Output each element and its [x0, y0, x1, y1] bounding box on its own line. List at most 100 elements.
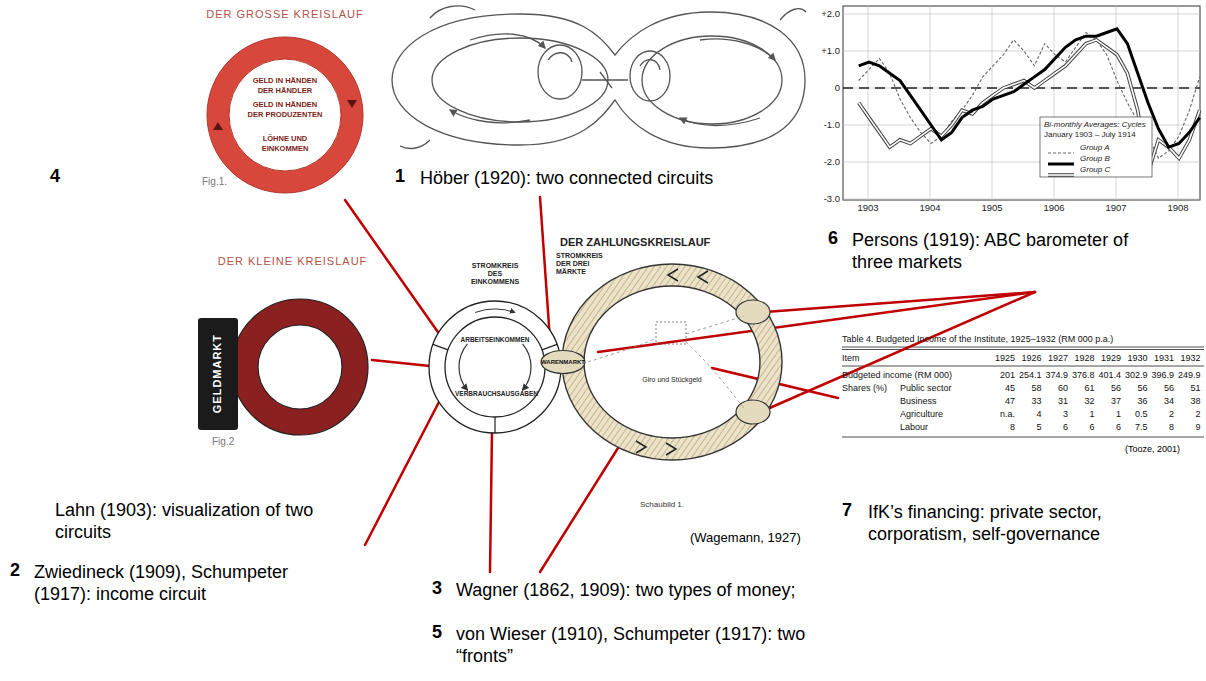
table-cell: 8: [990, 422, 1015, 433]
table-cell: 37: [1096, 396, 1121, 407]
table-cell: 33: [1017, 396, 1042, 407]
legend-title: Bi-monthly Averages: Cycles: [1044, 120, 1150, 130]
caption: Höber (1920): two connected circuits: [420, 168, 800, 190]
table-cell: 7.5: [1123, 422, 1148, 433]
table-title: Table 4. Budgeted Income of the Institut…: [842, 334, 1204, 345]
legend-text: Group A: [1080, 143, 1148, 153]
node-heading: STROMKREIS DES EINKOMMENS: [467, 262, 523, 286]
table-cell: 1932: [1176, 353, 1201, 364]
table-cell: 2: [1176, 409, 1201, 420]
leader-line: [765, 292, 1035, 410]
table-cell: 45: [990, 383, 1015, 394]
legend-text: Group C: [1080, 165, 1148, 175]
node-text: ARBEITSEINKOMMEN: [455, 336, 535, 344]
table-cell: 1930: [1123, 353, 1148, 364]
market-junction: WARENMARKT: [540, 350, 586, 374]
callout-number: 2: [10, 560, 30, 582]
node-heading: STROMKREIS DER DREI MÄRKTE: [556, 252, 616, 276]
table-cell: 31: [1043, 396, 1068, 407]
caption: Wagner (1862, 1909): two types of money;: [456, 580, 856, 602]
legend-sample: [1048, 155, 1074, 165]
table-cell: 32: [1070, 396, 1095, 407]
leader-line: [540, 197, 550, 340]
axis-tick: 0: [812, 82, 840, 93]
table-cell: Agriculture: [900, 409, 988, 420]
callout-number: 7: [842, 500, 862, 522]
callout-number: 1: [395, 166, 415, 188]
axis-tick: -1.0: [812, 119, 840, 130]
caption: IfK’s financing: private sector, corpora…: [868, 502, 1188, 545]
table-cell: 4: [1017, 409, 1042, 420]
table-cell: 56: [1149, 383, 1174, 394]
table-cell: 3: [1043, 409, 1068, 420]
source-note: (Wagemann, 1927): [690, 530, 840, 546]
table-cell: 6: [1043, 422, 1068, 433]
table-cell: 302.9: [1123, 370, 1148, 381]
caption: Zwiedineck (1909), Schumpeter (1917): in…: [34, 562, 334, 605]
axis-tick: -3.0: [812, 193, 840, 204]
table-rules: [842, 347, 1204, 437]
legend-line: [1048, 148, 1074, 158]
table-cell: n.a.: [990, 409, 1015, 420]
axis-tick: +1.0: [812, 45, 840, 56]
table-cell: 396.9: [1149, 370, 1174, 381]
legend-title: January 1903 – July 1914: [1044, 130, 1150, 140]
table-cell: 6: [1096, 422, 1121, 433]
table-cell: 374.9: [1043, 370, 1068, 381]
leader-line: [490, 430, 492, 572]
chart-frame: [843, 6, 1200, 200]
table-cell: 36: [1123, 396, 1148, 407]
table-cell: Business: [900, 396, 988, 407]
hoeber-circulation: [392, 6, 806, 149]
legend-line: [1048, 159, 1074, 169]
table-cell: 5: [1017, 422, 1042, 433]
callout-number: 4: [50, 166, 70, 188]
table-cell: Public sector: [900, 383, 988, 394]
axis-tick: 1903: [853, 202, 883, 213]
leader-line: [365, 400, 440, 545]
income-circuit-ring: STROMKREIS DES EINKOMMENS ARBEITSEINKOMME…: [423, 262, 567, 432]
table-cell: 56: [1123, 383, 1148, 394]
table-cell: Labour: [900, 422, 988, 433]
table-cell: 1925: [990, 353, 1015, 364]
diagram-title: DER ZAHLUNGSKREISLAUF: [560, 236, 730, 249]
node-text: Giro und Stückgeld: [642, 376, 702, 384]
table-cell: 38: [1176, 396, 1201, 407]
node-text: GELD IN HÄNDEN DER HÄNDLER: [245, 76, 325, 96]
axis-tick: +2.0: [812, 8, 840, 19]
table-cell: 249.9: [1176, 370, 1201, 381]
table-cell: 51: [1176, 383, 1201, 394]
node-outline: [423, 262, 567, 432]
table-cell: 1929: [1096, 353, 1121, 364]
table-cell: 376.8: [1070, 370, 1095, 381]
figure-label: Schaubild 1.: [640, 500, 710, 510]
table-cell: 1: [1096, 409, 1121, 420]
table-cell: 401.4: [1096, 370, 1121, 381]
table-cell: 6: [1070, 422, 1095, 433]
leader-line: [372, 360, 430, 366]
table-cell: 0.5: [1123, 409, 1148, 420]
table-cell: 1931: [1149, 353, 1174, 364]
node-heading: DER KLEINE KREISLAUF: [205, 255, 380, 268]
legend-text: Group B: [1080, 154, 1148, 164]
axis-tick: 1907: [1101, 202, 1131, 213]
caption: von Wieser (1910), Schumpeter (1917): tw…: [456, 624, 811, 667]
figure-label: Fig.2: [212, 436, 252, 448]
callout-number: 5: [432, 622, 452, 644]
table-cell: 8: [1149, 422, 1174, 433]
table-cell: 47: [990, 396, 1015, 407]
node-heading: GELDMARKT: [211, 319, 224, 429]
axis-tick: 1905: [977, 202, 1007, 213]
axis-tick: -2.0: [812, 156, 840, 167]
node-text: LÖHNE UND EINKOMMEN: [245, 134, 325, 154]
legend-sample: [1048, 166, 1074, 176]
money-market-block: GELDMARKT: [198, 318, 238, 430]
table-cell: 56: [1096, 383, 1121, 394]
table-cell: 58: [1017, 383, 1042, 394]
table-cell: Budgeted income (RM 000): [842, 370, 982, 381]
caption: Lahn (1903): visualization of two circui…: [55, 500, 325, 543]
table-cell: 61: [1070, 383, 1095, 394]
table-cell: 9: [1176, 422, 1201, 433]
axis-tick: 1908: [1163, 202, 1193, 213]
